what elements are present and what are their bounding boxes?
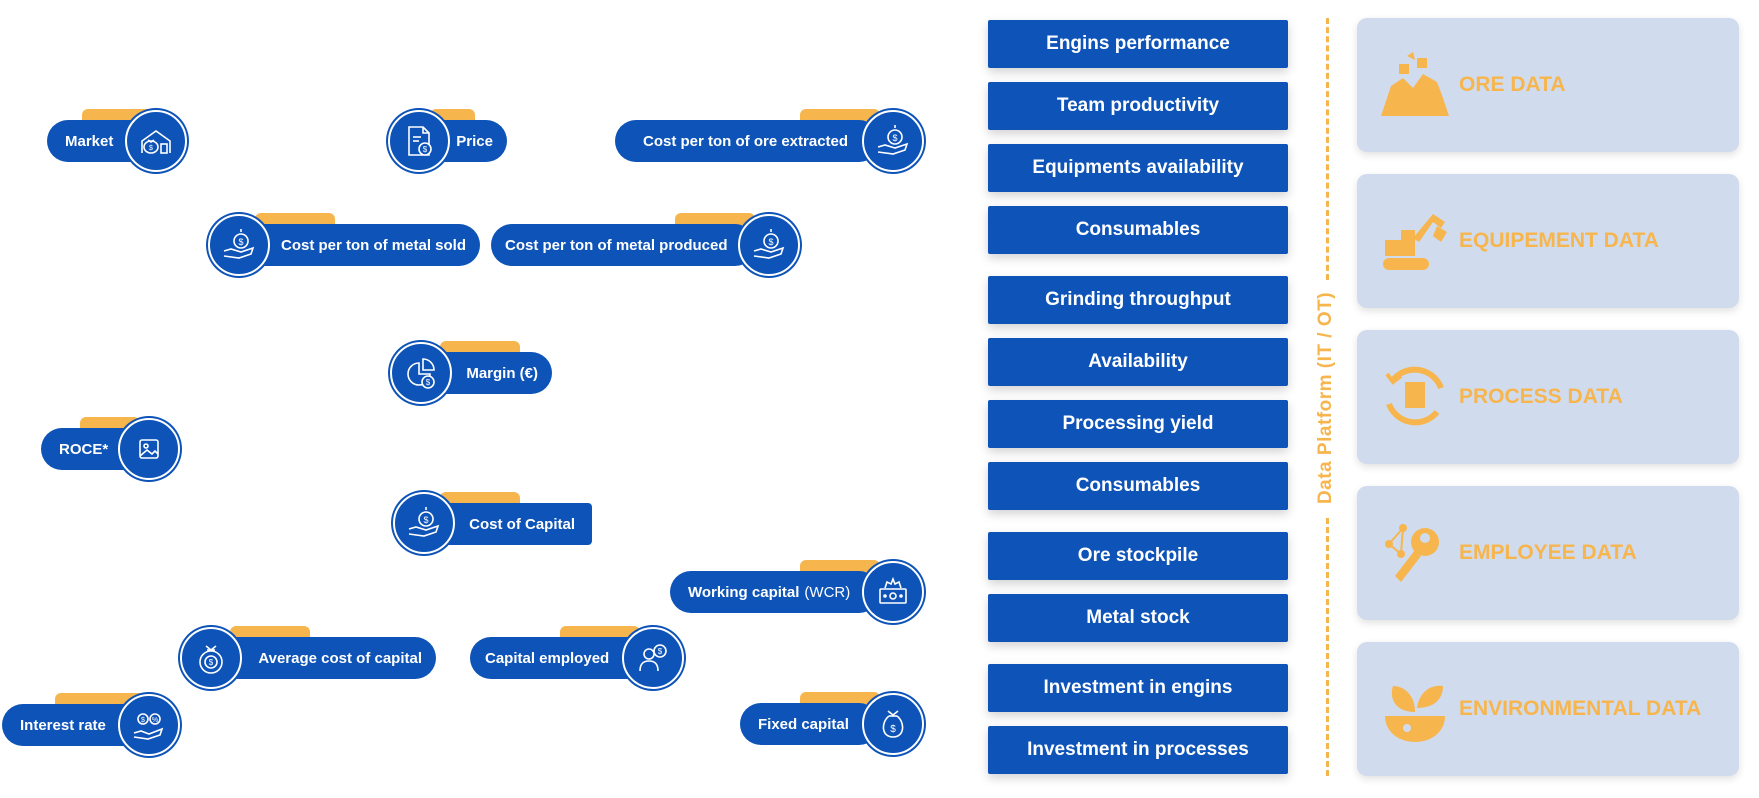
market-label: Market [65,132,114,150]
capital-employed-accent [560,626,640,638]
hand-coin-icon: $ [738,214,800,276]
metric-label: Metal stock [1086,607,1190,628]
data-card-label: PROCESS DATA [1459,385,1623,408]
working-capital-node[interactable]: Working capital(WCR) [670,571,880,613]
fixed-capital-accent [800,692,880,704]
svg-text:$: $ [768,237,773,247]
roce-accent [80,417,140,429]
employee-network-icon [1385,524,1439,582]
data-card-label: EMPLOYEE DATA [1459,541,1637,564]
cash-gear-icon [862,561,924,623]
process-document-icon [1385,366,1444,426]
hand-coin-icon: $ [208,214,270,276]
data-card-employee[interactable]: EMPLOYEE DATA [1357,486,1739,620]
metric-bar-consumables-mining[interactable]: Consumables [988,206,1288,254]
roce-label: ROCE* [59,440,109,458]
svg-text:$: $ [426,378,431,387]
price-label: Price [456,132,493,150]
fixed-capital-label: Fixed capital [758,715,849,733]
image-icon [118,418,180,480]
cost-metal-produced-node[interactable]: Cost per ton of metal produced [491,224,756,266]
svg-text:$: $ [890,724,896,735]
data-platform-label: Data Platform (IT / OT) [1315,291,1336,505]
metric-label: Consumables [1075,475,1201,496]
data-card-ore[interactable]: ORE DATA [1357,18,1739,152]
working-capital-label: Working capital [688,583,800,601]
interest-rate-accent [55,693,145,705]
metric-bar-processing-yield[interactable]: Processing yield [988,400,1288,448]
cost-metal-produced-accent [675,213,755,225]
cost-metal-produced-label: Cost per ton of metal produced [505,236,728,254]
money-bag-icon: $ [180,627,242,689]
cost-metal-sold-label: Cost per ton of metal sold [280,236,466,254]
cost-of-capital-label: Cost of Capital [469,515,575,533]
price-accent [430,109,475,121]
metric-label: Availability [1088,351,1188,372]
metric-bar-team-productivity[interactable]: Team productivity [988,82,1288,130]
money-bag-house-icon: $ [125,110,187,172]
metric-bar-investment-in-processes[interactable]: Investment in processes [988,726,1288,774]
cost-metal-sold-node[interactable]: Cost per ton of metal sold [230,224,480,266]
svg-text:$: $ [149,145,153,152]
metric-label: Investment in processes [1027,739,1249,760]
cost-ore-extracted-node[interactable]: Cost per ton of ore extracted [615,120,880,162]
metric-label: Consumables [1075,219,1201,240]
margin-label: Margin (€) [466,364,538,382]
metric-label: Engins performance [1046,33,1230,54]
metric-bar-engins-performance[interactable]: Engins performance [988,20,1288,68]
margin-accent [440,341,520,353]
svg-text:$: $ [892,133,897,143]
average-cost-of-capital-accent [230,626,310,638]
svg-text:$: $ [209,658,214,667]
metric-bar-investment-in-engins[interactable]: Investment in engins [988,664,1288,712]
svg-text:$: $ [141,717,145,724]
platform-divider-top [1326,18,1329,280]
pie-chart-dollar-icon: $ [390,342,452,404]
capital-employed-node[interactable]: Capital employed [470,637,650,679]
metric-label: Grinding throughput [1045,289,1231,310]
money-bag-icon: $ [862,693,924,755]
svg-text:%: % [152,717,158,724]
plant-hand-icon [1385,685,1445,742]
metric-bar-availability[interactable]: Availability [988,338,1288,386]
metric-label: Team productivity [1056,95,1220,116]
svg-text:$: $ [658,647,663,656]
svg-text:$: $ [423,515,428,525]
hand-coin-icon: $ [862,110,924,172]
svg-text:$: $ [423,145,428,154]
hand-coin-icon: $ [393,492,455,554]
metric-label: Investment in engins [1043,677,1233,698]
metric-label: Equipments availability [1032,157,1244,178]
metric-label: Processing yield [1062,413,1214,434]
data-card-label: EQUIPEMENT DATA [1459,229,1659,252]
data-card-process[interactable]: PROCESS DATA [1357,330,1739,464]
employee-dollar-icon: $ [622,627,684,689]
cost-metal-sold-accent [255,213,335,225]
average-cost-of-capital-label: Average cost of capital [258,649,422,667]
metric-bar-grinding-throughput[interactable]: Grinding throughput [988,276,1288,324]
working-capital-abbr: (WCR) [804,583,851,601]
interest-rate-label: Interest rate [20,716,106,734]
metric-bar-metal-stock[interactable]: Metal stock [988,594,1288,642]
data-card-label: ORE DATA [1459,73,1566,96]
platform-divider-bottom [1326,518,1329,776]
metric-bar-ore-stockpile[interactable]: Ore stockpile [988,532,1288,580]
cost-ore-extracted-label: Cost per ton of ore extracted [643,132,849,150]
cost-of-capital-accent [440,492,520,504]
cost-ore-extracted-accent [800,109,880,121]
svg-text:$: $ [238,237,243,247]
excavator-icon [1383,214,1447,270]
metric-bar-consumables-processing[interactable]: Consumables [988,462,1288,510]
data-card-equipment[interactable]: EQUIPEMENT DATA [1357,174,1739,308]
metric-bar-equipments-availability[interactable]: Equipments availability [988,144,1288,192]
data-card-label: ENVIRONMENTAL DATA [1459,697,1702,720]
hand-percent-coin-icon: $% [118,694,180,756]
ore-icon [1381,52,1449,116]
fixed-capital-node[interactable]: Fixed capital [740,703,880,745]
data-card-environmental[interactable]: ENVIRONMENTAL DATA [1357,642,1739,776]
capital-employed-label: Capital employed [485,649,610,667]
invoice-dollar-icon: $ [388,110,450,172]
working-capital-accent [800,560,880,572]
metric-label: Ore stockpile [1077,545,1199,566]
